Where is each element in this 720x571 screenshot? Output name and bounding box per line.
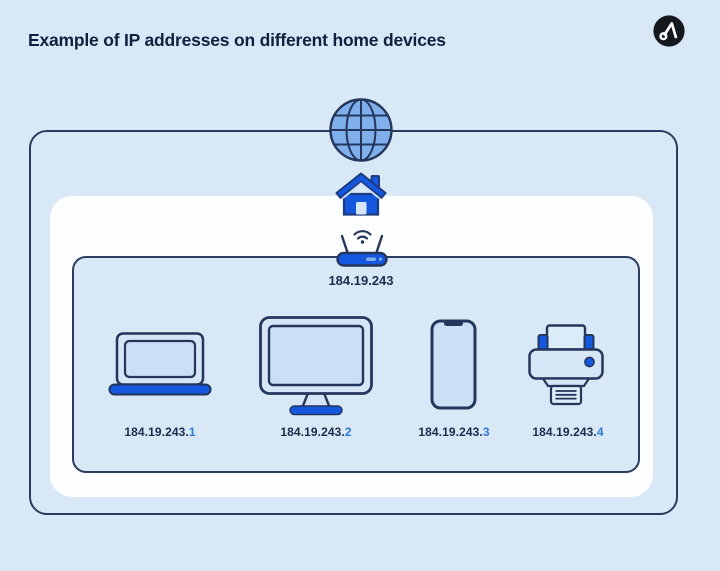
ip-suffix: 2 — [344, 425, 352, 439]
desktop-monitor-icon — [259, 316, 373, 416]
wifi-router-icon — [336, 230, 388, 267]
smartphone-icon — [430, 319, 477, 410]
printer-icon — [528, 324, 604, 406]
router-ip-label: 184.19.243 — [328, 273, 394, 288]
laptop-icon — [108, 332, 212, 396]
laptop-ip-label: 184.19.243.1 — [100, 425, 220, 439]
brand-a-logo-icon — [653, 15, 685, 47]
ip-suffix: 4 — [596, 425, 604, 439]
ip-base: 184.19.243. — [280, 425, 345, 439]
page-title: Example of IP addresses on different hom… — [28, 30, 446, 50]
printer-ip-label: 184.19.243.4 — [508, 425, 628, 439]
house-icon — [335, 172, 387, 216]
ip-base: 184.19.243. — [418, 425, 483, 439]
ip-base: 184.19.243. — [124, 425, 189, 439]
ip-suffix: 3 — [482, 425, 490, 439]
globe-icon — [329, 98, 393, 162]
smartphone-ip-label: 184.19.243.3 — [394, 425, 514, 439]
ip-base: 184.19.243. — [532, 425, 597, 439]
desktop-ip-label: 184.19.243.2 — [256, 425, 376, 439]
ip-suffix: 1 — [188, 425, 196, 439]
